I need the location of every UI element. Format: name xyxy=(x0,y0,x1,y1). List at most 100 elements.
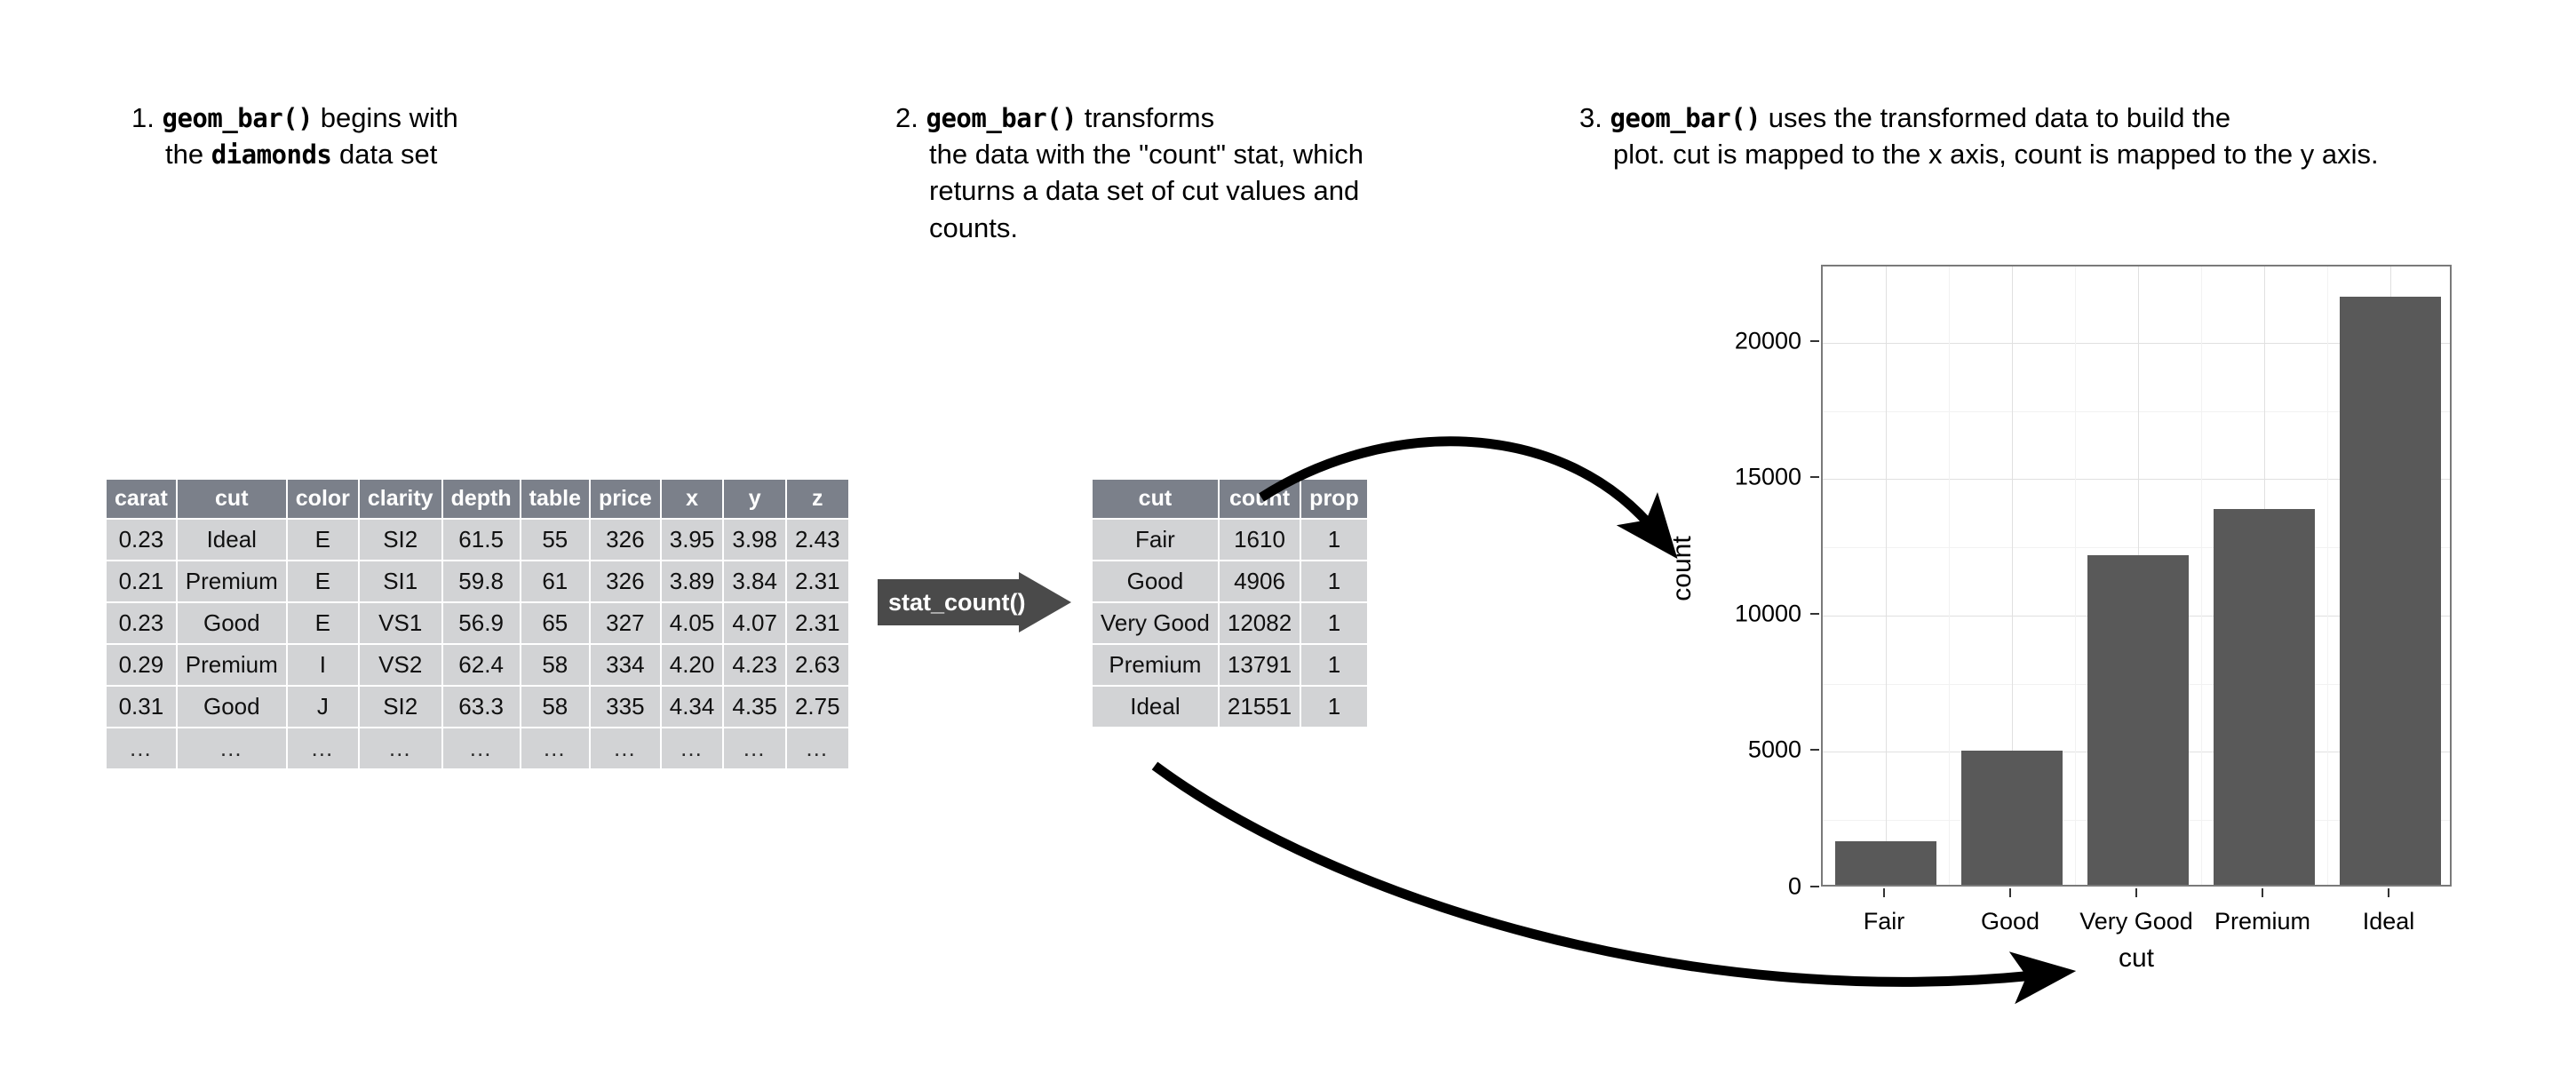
table-cell: 1 xyxy=(1301,645,1367,685)
table-cell: J xyxy=(287,687,358,727)
table-row: ………………………… xyxy=(107,728,848,768)
table-cell: 59.8 xyxy=(442,561,520,601)
x-gridline-minor xyxy=(2327,266,2328,885)
caption-2-text: transforms xyxy=(1077,102,1215,133)
table-cell: 1610 xyxy=(1219,520,1300,560)
table-cell: 2.43 xyxy=(786,520,848,560)
table-cell: 3.98 xyxy=(724,520,785,560)
caption-1-line2-code: diamonds xyxy=(211,139,332,171)
table-cell: E xyxy=(287,561,358,601)
x-tick-label: Very Good xyxy=(2079,908,2193,935)
column-header-prop: prop xyxy=(1301,480,1367,518)
chart-plot-panel xyxy=(1821,265,2452,887)
caption-step-1: 1. geom_bar() begins with the diamonds d… xyxy=(131,99,629,172)
column-header-carat: carat xyxy=(107,480,176,518)
x-axis-title: cut xyxy=(2118,943,2155,973)
table-cell: 1 xyxy=(1301,520,1367,560)
table-cell: … xyxy=(661,728,723,768)
table-cell: … xyxy=(107,728,176,768)
y-gridline xyxy=(1823,342,2450,344)
table-cell: 0.29 xyxy=(107,645,176,685)
x-tick-label: Premium xyxy=(2214,908,2311,935)
caption-3-rest: plot. cut is mapped to the x axis, count… xyxy=(1613,139,2379,171)
table-cell: 61 xyxy=(521,561,589,601)
x-tick-label: Fair xyxy=(1863,908,1905,935)
column-header-depth: depth xyxy=(442,480,520,518)
y-tick-label: 0 xyxy=(1787,872,1801,900)
y-tick-mark xyxy=(1810,476,1819,479)
column-header-clarity: clarity xyxy=(359,480,441,518)
y-axis-title: count xyxy=(1667,536,1697,601)
stat-count-arrow-label: stat_count() xyxy=(888,589,1026,616)
x-tick-mark xyxy=(1883,888,1885,897)
table-cell: Premium xyxy=(177,561,286,601)
table-cell: Premium xyxy=(1093,645,1218,685)
caption-3-code: geom_bar() xyxy=(1610,103,1761,133)
table-cell: SI1 xyxy=(359,561,441,601)
table-cell: 334 xyxy=(590,645,660,685)
table-cell: 4.05 xyxy=(661,603,723,643)
caption-3-number: 3. xyxy=(1579,102,1602,133)
bar-very-good xyxy=(2087,555,2189,885)
table-cell: 12082 xyxy=(1219,603,1300,643)
x-gridline-minor xyxy=(1949,266,1950,885)
table-cell: … xyxy=(724,728,785,768)
caption-2-number: 2. xyxy=(895,102,918,133)
bar-premium xyxy=(2214,508,2315,885)
table-cell: 4.35 xyxy=(724,687,785,727)
table-cell: 327 xyxy=(590,603,660,643)
x-gridline-minor xyxy=(2075,266,2076,885)
column-header-table: table xyxy=(521,480,589,518)
table-cell: 0.21 xyxy=(107,561,176,601)
y-tick-mark xyxy=(1810,886,1819,887)
stat-count-arrow-body xyxy=(878,579,1020,625)
column-header-color: color xyxy=(287,480,358,518)
table-cell: 58 xyxy=(521,645,589,685)
table-cell: 13791 xyxy=(1219,645,1300,685)
y-tick-mark xyxy=(1810,339,1819,342)
caption-step-2: 2. geom_bar() transforms the data with t… xyxy=(895,99,1411,246)
caption-1-line2-post: data set xyxy=(331,139,438,171)
table-cell: 2.31 xyxy=(786,561,848,601)
table-cell: 62.4 xyxy=(442,645,520,685)
y-tick-label: 15000 xyxy=(1734,463,1801,490)
column-header-price: price xyxy=(590,480,660,518)
bar-good xyxy=(1961,751,2063,885)
caption-1-code: geom_bar() xyxy=(162,103,314,133)
table-cell: … xyxy=(786,728,848,768)
column-header-z: z xyxy=(786,480,848,518)
table-cell: Good xyxy=(177,603,286,643)
table-cell: 55 xyxy=(521,520,589,560)
caption-1-line2-pre: the xyxy=(165,139,211,171)
table-cell: SI2 xyxy=(359,687,441,727)
y-gridline-minor xyxy=(1823,410,2450,412)
table-cell: Good xyxy=(177,687,286,727)
table-cell: … xyxy=(590,728,660,768)
x-gridline xyxy=(1886,266,1887,885)
caption-3-text: uses the transformed data to build the xyxy=(1761,102,2231,133)
table-cell: 4.23 xyxy=(724,645,785,685)
y-tick-label: 20000 xyxy=(1734,327,1801,354)
table-cell: 4.07 xyxy=(724,603,785,643)
table-cell: 326 xyxy=(590,520,660,560)
bar-ideal xyxy=(2340,297,2441,885)
table-cell: 1 xyxy=(1301,603,1367,643)
table-cell: 63.3 xyxy=(442,687,520,727)
table-cell: 3.84 xyxy=(724,561,785,601)
x-gridline-minor xyxy=(2201,266,2202,885)
x-tick-mark xyxy=(2009,888,2011,897)
table-cell: 65 xyxy=(521,603,589,643)
table-cell: 2.75 xyxy=(786,687,848,727)
y-gridline-minor xyxy=(1823,547,2450,549)
